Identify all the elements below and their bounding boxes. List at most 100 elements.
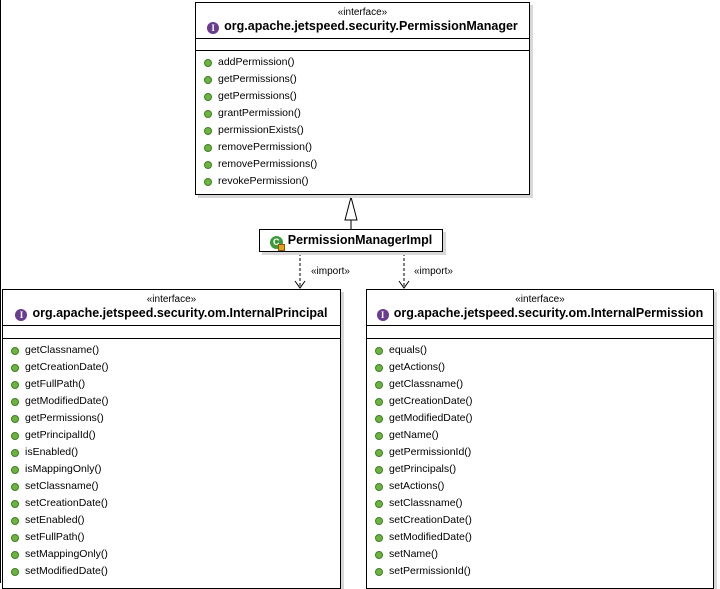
method-item[interactable]: getModifiedDate() [3,393,340,410]
method-name: setEnabled() [25,514,85,526]
method-name: setClassname() [25,480,99,492]
method-name: getCreationDate() [25,361,109,373]
method-item[interactable]: grantPermission() [196,105,529,122]
method-item[interactable]: getCreationDate() [367,393,713,410]
public-method-icon [11,534,19,542]
public-method-icon [11,551,19,559]
method-name: permissionExists() [218,124,304,136]
method-name: setCreationDate() [389,514,472,526]
method-item[interactable]: setMappingOnly() [3,546,340,563]
method-name: grantPermission() [218,107,301,119]
public-method-icon [375,449,383,457]
method-item[interactable]: setCreationDate() [3,495,340,512]
method-item[interactable]: setClassname() [3,478,340,495]
method-item[interactable]: getClassname() [3,342,340,359]
method-item[interactable]: setName() [367,546,713,563]
method-item[interactable]: setModifiedDate() [367,529,713,546]
public-method-icon [375,483,383,491]
class-icon: C [269,236,285,251]
method-item[interactable]: getModifiedDate() [367,410,713,427]
class-name: PermissionManagerImpl [287,233,433,247]
method-item[interactable]: equals() [367,342,713,359]
method-name: getFullPath() [25,378,86,390]
method-name: getCreationDate() [389,395,473,407]
method-item[interactable]: getActions() [367,359,713,376]
method-item[interactable]: getPrincipals() [367,461,713,478]
method-item[interactable]: getPermissions() [196,88,529,105]
public-method-icon [375,398,383,406]
method-item[interactable]: permissionExists() [196,122,529,139]
public-method-icon [11,466,19,474]
public-method-icon [375,568,383,576]
public-method-icon [11,517,19,525]
public-method-icon [375,466,383,474]
public-method-icon [11,483,19,491]
public-method-icon [11,398,19,406]
public-method-icon [204,127,212,135]
public-method-icon [204,110,212,118]
public-method-icon [204,144,212,152]
public-method-icon [375,415,383,423]
method-name: getPrincipals() [389,463,457,475]
method-name: getModifiedDate() [25,395,109,407]
interface-icon: I [376,309,389,321]
attributes-compartment [3,325,340,338]
class-name: org.apache.jetspeed.security.om.Internal… [393,306,704,320]
interface-icon: I [207,22,220,34]
method-item[interactable]: setPermissionId() [367,563,713,580]
method-item[interactable]: setEnabled() [3,512,340,529]
method-item[interactable]: setClassname() [367,495,713,512]
public-method-icon [375,381,383,389]
public-method-icon [375,500,383,508]
public-method-icon [375,534,383,542]
method-item[interactable]: removePermissions() [196,156,529,173]
method-item[interactable]: getFullPath() [3,376,340,393]
public-method-icon [11,347,19,355]
public-method-icon [11,568,19,576]
method-item[interactable]: getClassname() [367,376,713,393]
public-method-icon [375,364,383,372]
method-item[interactable]: getPermissionId() [367,444,713,461]
method-name: getClassname() [389,378,464,390]
operations-compartment: equals()getActions() getClassname() getCre… [367,338,713,580]
method-item[interactable]: setActions() [367,478,713,495]
public-method-icon [11,432,19,440]
method-name: setClassname() [389,497,463,509]
method-item[interactable]: removePermission() [196,139,529,156]
method-name: setModifiedDate() [25,565,108,577]
public-method-icon [375,347,383,355]
method-item[interactable]: revokePermission() [196,173,529,190]
public-method-icon [204,59,212,67]
method-item[interactable]: getPermissions() [3,410,340,427]
method-name: setFullPath() [25,531,85,543]
method-name: setModifiedDate() [389,531,472,543]
public-method-icon [375,432,383,440]
method-item[interactable]: getPermissions() [196,71,529,88]
public-method-icon [11,449,19,457]
method-name: getName() [389,429,439,441]
realization-arrowhead [344,195,358,221]
method-item[interactable]: addPermission() [196,54,529,71]
method-item[interactable]: setCreationDate() [367,512,713,529]
method-item[interactable]: setFullPath() [3,529,340,546]
method-item[interactable]: isMappingOnly() [3,461,340,478]
method-name: addPermission() [218,56,295,68]
method-item[interactable]: getCreationDate() [3,359,340,376]
method-item[interactable]: getName() [367,427,713,444]
stereotype-label: «interface» [515,294,565,305]
method-name: getPermissions() [218,73,297,85]
method-name: getPermissionId() [389,446,472,458]
method-item[interactable]: setModifiedDate() [3,563,340,580]
attributes-compartment [196,38,529,50]
method-name: removePermission() [218,141,312,153]
public-method-icon [11,364,19,372]
method-item[interactable]: isEnabled() [3,444,340,461]
method-item[interactable]: getPrincipalId() [3,427,340,444]
method-name: setMappingOnly() [25,548,108,560]
public-method-icon [375,551,383,559]
